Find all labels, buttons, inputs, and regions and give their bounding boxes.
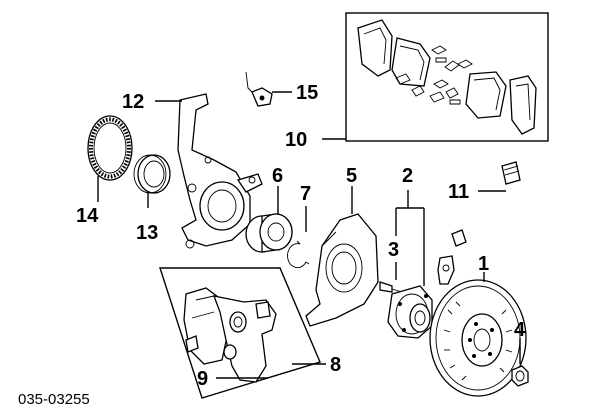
hub-bolt <box>379 281 403 293</box>
label-5: 5 <box>346 165 357 187</box>
dust-shield <box>305 213 379 327</box>
brake-caliper <box>183 287 277 383</box>
label-12: 12 <box>122 91 144 113</box>
snap-ring <box>287 240 310 269</box>
pad-kit-box <box>345 12 549 142</box>
catalog-code: 035-03255 <box>18 391 90 408</box>
label-6: 6 <box>272 165 283 187</box>
label-10: 10 <box>285 129 307 151</box>
oil-seal <box>133 154 171 194</box>
label-11: 11 <box>448 181 469 203</box>
label-1: 1 <box>478 253 489 275</box>
label-15: 15 <box>296 82 318 104</box>
label-13: 13 <box>136 222 158 244</box>
label-7: 7 <box>300 183 311 205</box>
wheel-hub <box>387 285 433 339</box>
brake-disc <box>429 279 527 397</box>
tone-ring <box>87 115 133 181</box>
label-2: 2 <box>402 165 413 187</box>
wheel-bearing <box>245 213 293 253</box>
steering-knuckle <box>177 93 263 249</box>
abs-sensor <box>245 71 273 107</box>
label-9: 9 <box>197 368 208 390</box>
caliper-box <box>159 267 321 399</box>
lug-nut <box>511 365 529 387</box>
label-4: 4 <box>514 319 526 341</box>
label-3: 3 <box>388 239 399 261</box>
label-8: 8 <box>330 354 341 376</box>
label-14: 14 <box>76 205 99 227</box>
brake-hose <box>437 161 521 285</box>
